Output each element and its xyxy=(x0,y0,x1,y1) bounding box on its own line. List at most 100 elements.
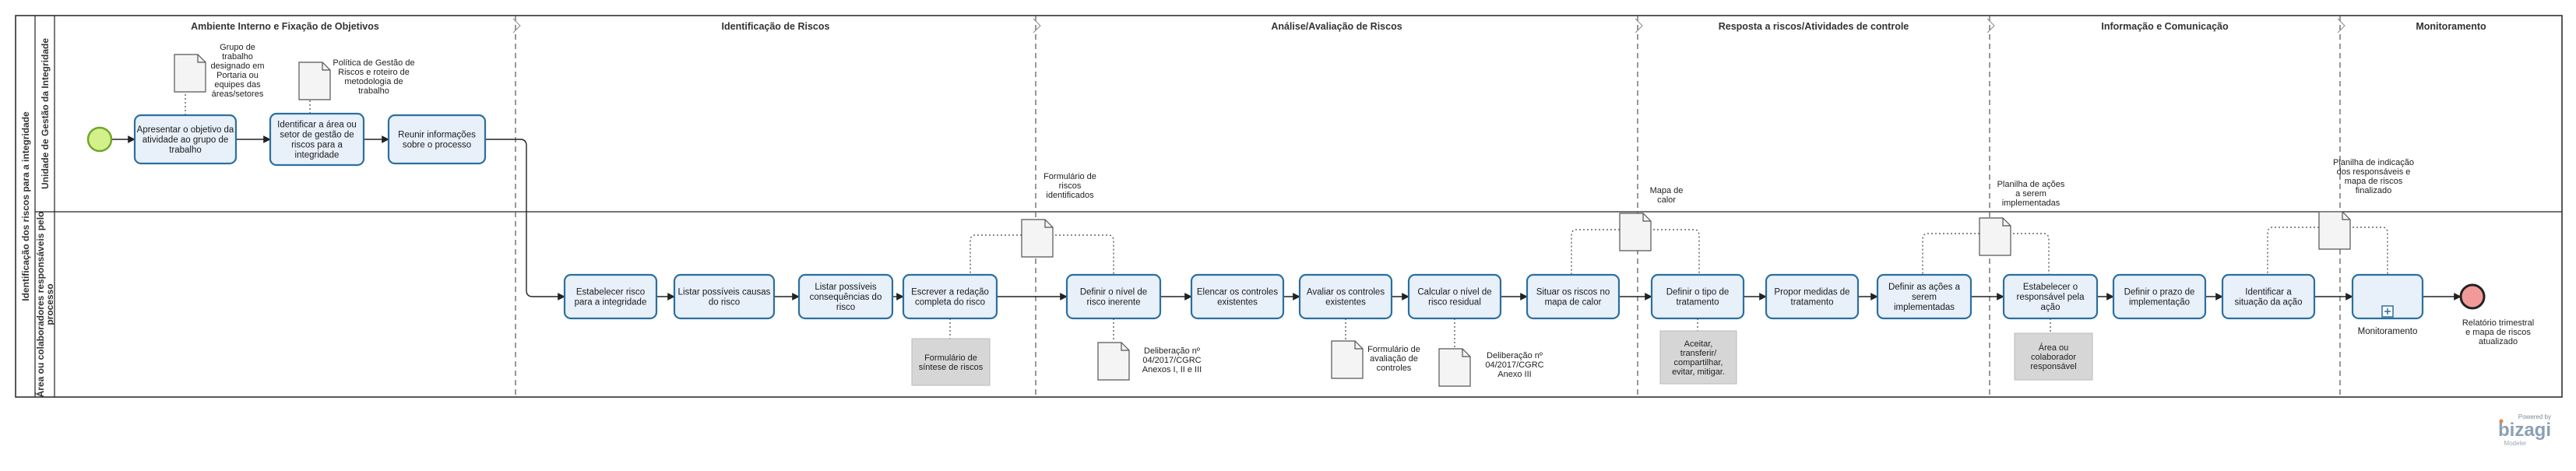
task-box[interactable] xyxy=(2221,273,2316,320)
end-event-text-line: Relatório trimestral xyxy=(2462,318,2534,328)
document-icon[interactable] xyxy=(1021,219,1054,258)
task-label-line: Propor medidas de xyxy=(1774,288,1849,297)
task-box[interactable] xyxy=(2351,273,2424,320)
annotation-box[interactable] xyxy=(911,338,991,386)
document-icon[interactable] xyxy=(1619,213,1652,251)
document-fold xyxy=(1044,220,1053,228)
document-icon[interactable] xyxy=(174,54,206,93)
phase-chevron xyxy=(512,18,521,33)
document-icon[interactable] xyxy=(1331,340,1364,379)
lane2-label-line: Área ou colaboradores responsáveis pelo xyxy=(34,212,46,398)
task-box[interactable] xyxy=(387,114,487,165)
data-object-label-line: controles xyxy=(1377,364,1412,373)
task-label-line: Apresentar o objetivo da xyxy=(137,125,234,135)
task-box[interactable] xyxy=(1298,273,1393,320)
data-object-label-line: Deliberação nº xyxy=(1144,346,1200,356)
phase-title: Informação e Comunicação xyxy=(2101,21,2229,32)
annotation-box[interactable] xyxy=(2014,332,2093,381)
task-label-line: Listar possíveis xyxy=(815,283,877,292)
document-icon[interactable] xyxy=(1979,217,2011,256)
task-box[interactable] xyxy=(1190,273,1285,320)
task-box[interactable] xyxy=(133,114,238,165)
document-icon[interactable] xyxy=(298,62,331,100)
logo-powered-by: Powered by xyxy=(2518,413,2551,420)
task-box[interactable] xyxy=(2002,273,2099,320)
start-event[interactable] xyxy=(86,126,113,153)
task-label-line: serem xyxy=(1912,293,1937,302)
task-box[interactable] xyxy=(1876,273,1972,320)
task-box[interactable] xyxy=(673,273,776,320)
association xyxy=(1571,229,1700,275)
task-label-line: Situar os riscos no xyxy=(1536,288,1610,297)
task-box[interactable] xyxy=(1650,273,1745,320)
annotation-text-line: evitar, mitigar. xyxy=(1672,367,1725,377)
end-event[interactable] xyxy=(2459,283,2486,310)
data-object-label-line: implementadas xyxy=(2002,199,2060,208)
text-annotation-a2[interactable]: Aceitar,transferir/compartilhar,evitar, … xyxy=(1659,330,1737,385)
task-t19[interactable]: Monitoramento xyxy=(2351,273,2424,336)
end-event-text-line: e mapa de riscos xyxy=(2465,328,2531,337)
task-box[interactable] xyxy=(1407,273,1502,320)
task-box[interactable] xyxy=(2112,273,2207,320)
data-object-label-line: Deliberação nº xyxy=(1487,351,1543,360)
lane-label-integrity-unit: Unidade de Gestão da Integridade xyxy=(40,38,51,189)
task-box[interactable] xyxy=(797,273,894,320)
task-label-line: Escrever a redação xyxy=(911,288,989,297)
document-fold xyxy=(197,54,206,63)
task-label-line: Reunir informações xyxy=(398,131,476,140)
annotation-box[interactable] xyxy=(1659,330,1737,385)
task-box[interactable] xyxy=(269,112,365,167)
data-object-label-line: Grupo de xyxy=(220,43,255,52)
task-label-line: implementação xyxy=(2129,298,2190,308)
document-icon[interactable] xyxy=(1438,348,1471,387)
task-box[interactable] xyxy=(1765,273,1860,320)
task-box[interactable] xyxy=(1065,273,1162,320)
task-box[interactable] xyxy=(563,273,658,320)
document-icon[interactable] xyxy=(1097,342,1130,381)
association xyxy=(970,234,1114,275)
task-box[interactable] xyxy=(1526,273,1621,320)
lane-crossing-flow[interactable] xyxy=(485,139,565,301)
task-box[interactable] xyxy=(902,273,998,320)
document-icon[interactable] xyxy=(2318,211,2351,250)
